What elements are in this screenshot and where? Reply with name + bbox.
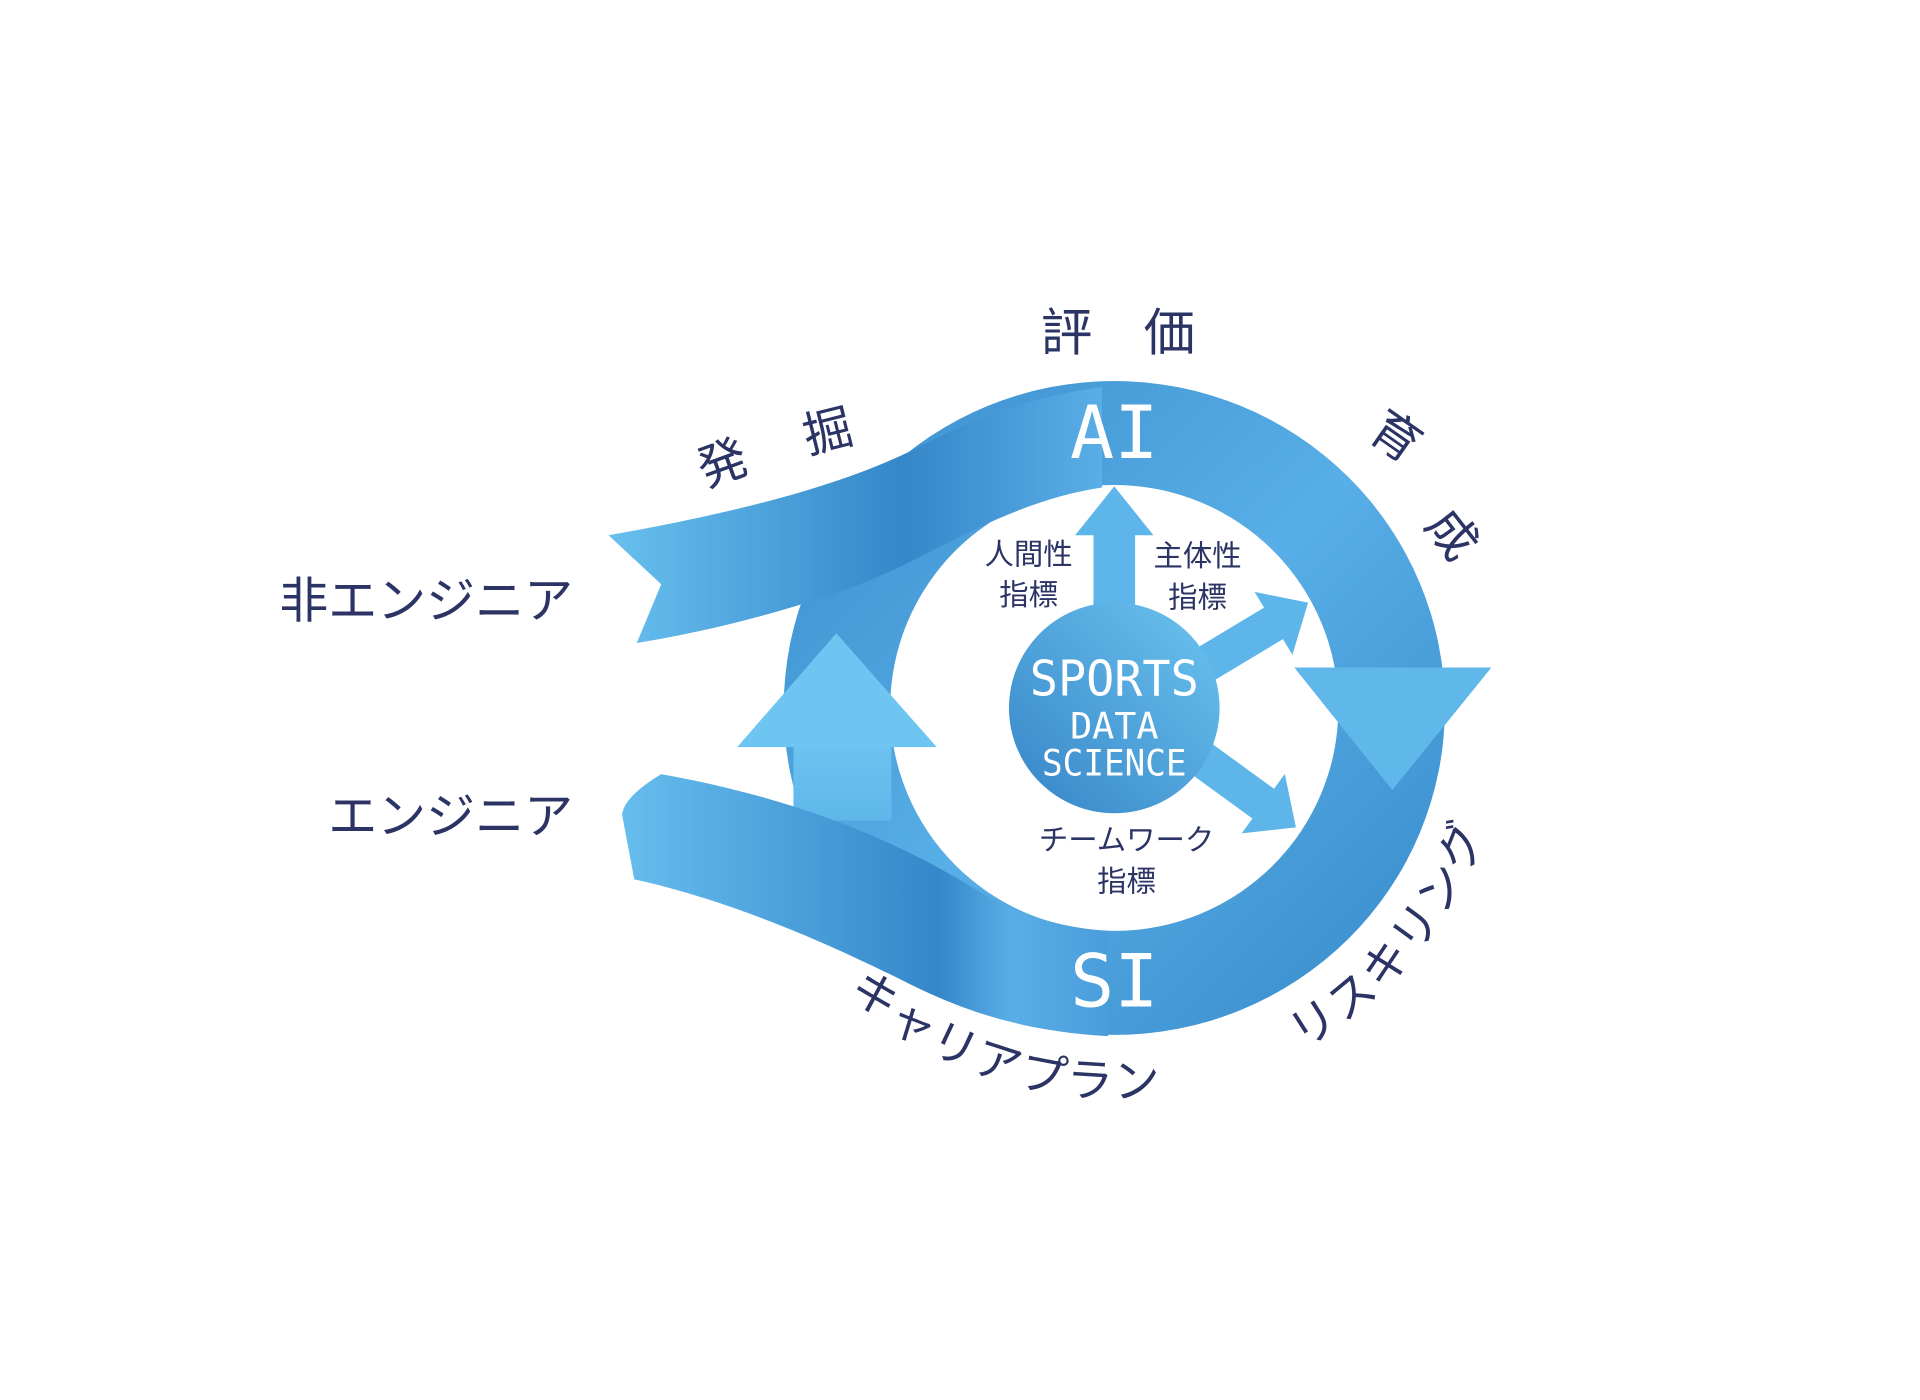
center-line2: DATA: [1070, 705, 1158, 748]
up-arrow-shaft: [793, 734, 892, 821]
teamwork-indicator-line2: 指標: [1097, 865, 1156, 899]
training-label-2: 成: [1414, 498, 1489, 572]
humanity-indicator-line2: 指標: [999, 578, 1058, 612]
evaluation-label: 評 価: [1041, 303, 1195, 363]
teamwork-indicator-line1: チームワーク: [1039, 823, 1214, 857]
center-line1: SPORTS: [1030, 651, 1199, 708]
engineer-label: エンジニア: [328, 788, 573, 845]
discovery-label-2: 掘: [797, 398, 858, 465]
humanity-autonomy-up-arrow: [1075, 486, 1154, 613]
training-label-1: 育: [1359, 399, 1432, 474]
cycle-ring: [783, 381, 1445, 1035]
autonomy-indicator-line1: 主体性: [1153, 539, 1241, 573]
engineer-band-arrow: [622, 774, 1109, 1037]
training-arrowhead: [1294, 667, 1492, 790]
autonomy-arrow: [1190, 591, 1309, 684]
up-arrow-head: [737, 633, 937, 748]
center-line3: SCIENCE: [1042, 741, 1186, 784]
teamwork-arrow: [1183, 738, 1296, 834]
center-circle: [1008, 602, 1220, 814]
humanity-indicator-line1: 人間性: [985, 538, 1073, 572]
discovery-label-1: 発: [690, 429, 756, 499]
autonomy-indicator-line2: 指標: [1168, 581, 1227, 615]
non-engineer-band-arrow: [608, 387, 1103, 644]
ai-label: AI: [1070, 391, 1158, 476]
non-engineer-label: 非エンジニア: [279, 572, 573, 629]
si-label: SI: [1070, 940, 1158, 1025]
